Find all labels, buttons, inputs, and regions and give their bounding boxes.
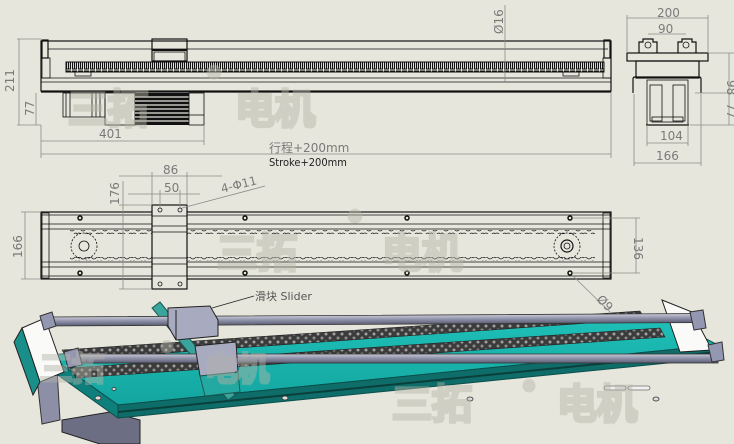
sprocket-left xyxy=(70,232,98,260)
dim-slider-width: 86 xyxy=(163,163,178,177)
rod-support xyxy=(63,347,83,369)
rod-support xyxy=(707,341,725,363)
end-post-left xyxy=(41,39,49,59)
watermark-brand-3: 三拓 xyxy=(40,350,104,388)
watermark-brand-2: 三拓 xyxy=(217,231,297,277)
top-slider xyxy=(151,204,188,290)
drive-chain xyxy=(65,61,605,73)
dim-mount-pitch: 136 xyxy=(631,237,645,260)
dim-mount-hole: Ø9 xyxy=(594,292,616,314)
watermark: 三拓 ® 电机 三拓 ® 电机 三拓 ® 电机 三拓 ® 电机 xyxy=(39,62,639,430)
rod-support xyxy=(689,309,707,331)
iso-slider-bearing-upper xyxy=(167,305,219,341)
rod-support xyxy=(39,311,57,331)
stroke-label-en: Stroke+200mm xyxy=(269,156,347,169)
end-view: 200 90 98 77 104 166 xyxy=(626,6,734,166)
watermark-brand-1: 三拓 xyxy=(68,87,148,133)
watermark-suffix-2: 电机 xyxy=(382,231,462,277)
watermark-brand-4: 三拓 xyxy=(392,382,472,428)
dim-end-inner-width: 104 xyxy=(660,129,683,143)
dim-end-base-width: 166 xyxy=(656,149,679,163)
watermark-mark-1: ® xyxy=(206,63,222,82)
top-view: 86 50 4-Φ11 176 166 136 Ø9 xyxy=(11,163,645,314)
slider-label: 滑块 Slider xyxy=(255,290,312,303)
watermark-mark-4: ® xyxy=(522,379,536,395)
iso-view: 滑块 Slider xyxy=(13,290,725,444)
dim-end-height-lower: 77 xyxy=(724,103,734,118)
side-view: Ø16 211 77 401 行程+200mm Stroke+200mm xyxy=(3,5,612,169)
dim-height-total: 211 xyxy=(3,69,17,92)
sprocket-right xyxy=(553,232,581,260)
motor xyxy=(62,92,205,126)
dim-end-height-upper: 98 xyxy=(724,80,734,95)
dim-top-base-width: 166 xyxy=(11,235,25,258)
dim-hole-pitch: 50 xyxy=(164,181,179,195)
dim-end-width: 200 xyxy=(657,6,680,20)
watermark-suffix-4: 电机 xyxy=(557,382,637,428)
watermark-suffix-1: 电机 xyxy=(235,87,315,133)
dim-hole-spacing: 90 xyxy=(658,22,673,36)
stroke-label-cn: 行程+200mm xyxy=(269,140,349,155)
dim-rod-diameter: Ø16 xyxy=(492,9,506,34)
dim-slider-length: 176 xyxy=(108,182,122,205)
dim-height-motor: 77 xyxy=(23,101,37,116)
dim-motor-length: 401 xyxy=(99,127,122,141)
top-frame xyxy=(40,211,612,280)
watermark-mark-2: ® xyxy=(347,207,363,226)
watermark-suffix-3: 电机 xyxy=(205,350,269,388)
watermark-mark-3: ® xyxy=(160,340,174,356)
mount-holes xyxy=(77,215,573,276)
